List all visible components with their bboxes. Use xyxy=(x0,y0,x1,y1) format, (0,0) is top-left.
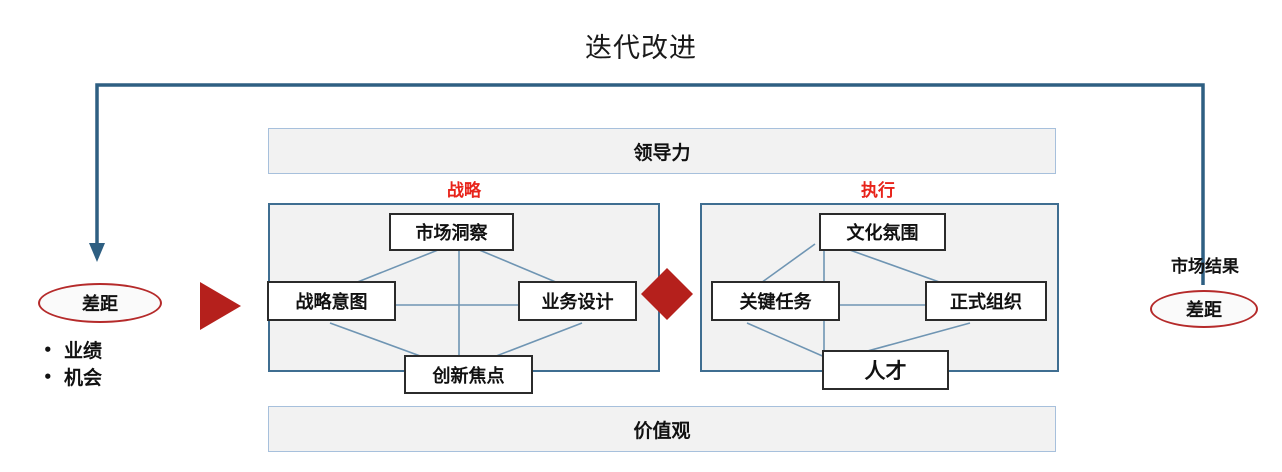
node-key-tasks[interactable]: 关键任务 xyxy=(711,281,840,321)
node-culture-atmosphere[interactable]: 文化氛围 xyxy=(819,213,946,251)
node-business-design[interactable]: 业务设计 xyxy=(518,281,637,321)
bullet-dot-icon: • xyxy=(43,340,53,359)
node-market-insight-label: 市场洞察 xyxy=(415,223,488,244)
gap-ellipse-right-label: 差距 xyxy=(1186,300,1222,321)
red-play-triangle-icon xyxy=(200,282,241,330)
gap-bullet-list: • 业绩 • 机会 xyxy=(38,336,218,390)
node-strategic-intent[interactable]: 战略意图 xyxy=(267,281,396,321)
caption-strategy: 战略 xyxy=(447,181,481,201)
banner-values: 价值观 xyxy=(268,406,1056,452)
label-market-results: 市场结果 xyxy=(1171,257,1239,277)
caption-execution: 执行 xyxy=(861,181,895,201)
node-talent[interactable]: 人才 xyxy=(822,350,949,390)
node-strategic-intent-label: 战略意图 xyxy=(295,292,368,313)
bullet-label: 业绩 xyxy=(64,340,103,362)
diagram-title: 迭代改进 xyxy=(585,33,697,64)
node-talent-label: 人才 xyxy=(864,359,907,383)
list-item: • 业绩 xyxy=(38,336,218,363)
node-business-design-label: 业务设计 xyxy=(541,292,614,313)
node-formal-organization[interactable]: 正式组织 xyxy=(925,281,1047,321)
node-culture-atmosphere-label: 文化氛围 xyxy=(846,223,919,244)
bullet-dot-icon: • xyxy=(43,367,53,386)
node-innovation-focus-label: 创新焦点 xyxy=(432,365,505,387)
gap-ellipse-left-label: 差距 xyxy=(82,294,118,315)
node-key-tasks-label: 关键任务 xyxy=(739,292,812,313)
banner-values-label: 价值观 xyxy=(633,419,691,442)
gap-ellipse-right: 差距 xyxy=(1150,290,1258,328)
node-formal-organization-label: 正式组织 xyxy=(950,292,1022,313)
list-item: • 机会 xyxy=(38,363,218,390)
loop-arrowhead-icon xyxy=(89,243,105,262)
gap-ellipse-left: 差距 xyxy=(38,283,162,323)
node-market-insight[interactable]: 市场洞察 xyxy=(389,213,514,251)
node-innovation-focus[interactable]: 创新焦点 xyxy=(404,355,533,394)
red-diamond-icon xyxy=(641,268,693,320)
banner-leadership: 领导力 xyxy=(268,128,1056,174)
bullet-label: 机会 xyxy=(64,367,103,389)
banner-leadership-label: 领导力 xyxy=(633,141,691,164)
